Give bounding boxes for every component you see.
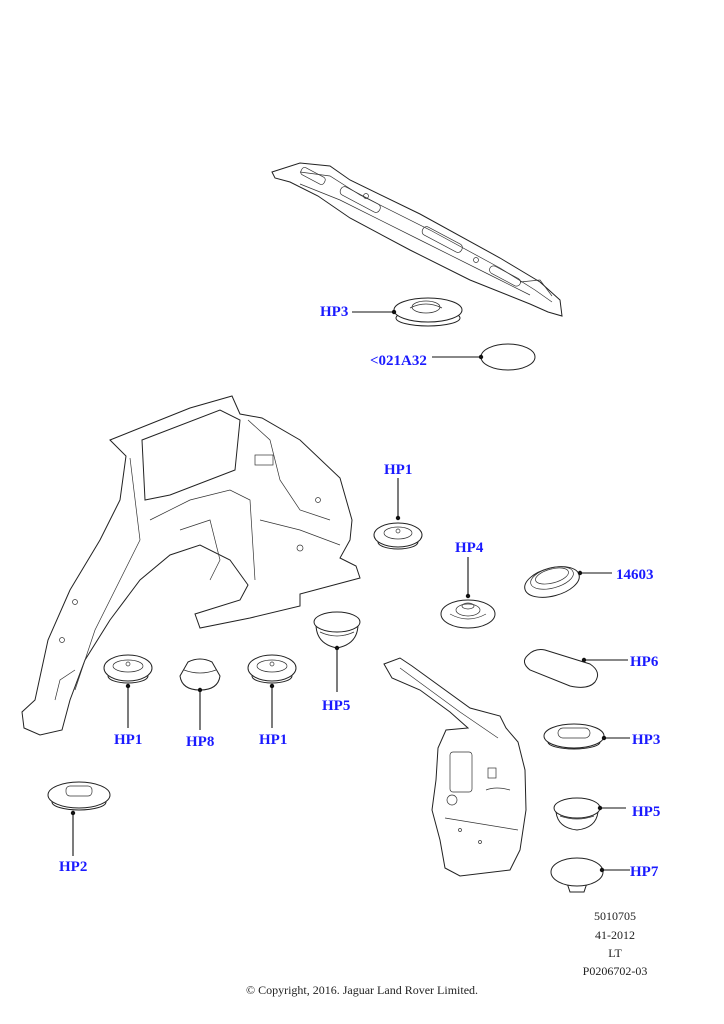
seal-14603	[524, 566, 580, 598]
grommet-hp2	[47, 781, 111, 811]
reference-line-1: 5010705	[594, 909, 636, 923]
cap-hp7	[550, 857, 604, 893]
callout-hp2: HP2	[59, 859, 88, 875]
callout-021a32: <021A32	[370, 353, 427, 369]
callout-hp1-right: HP1	[259, 732, 288, 748]
callout-hp5-mid: HP5	[322, 698, 351, 714]
callout-hp3-top: HP3	[320, 304, 349, 320]
callout-hp4: HP4	[455, 540, 484, 556]
patch-hp6	[524, 649, 599, 688]
rear-inner-panel	[383, 657, 527, 877]
plug-hp1-mid	[373, 522, 423, 550]
reference-line-3: LT	[608, 946, 622, 960]
plug-hp5-mid	[313, 611, 361, 649]
reference-line-2: 41-2012	[595, 928, 635, 942]
callout-hp5-right: HP5	[632, 804, 661, 820]
plug-hp1-left	[103, 654, 153, 684]
plug-hp1-right	[247, 654, 297, 684]
callout-hp7: HP7	[630, 864, 659, 880]
callout-hp6: HP6	[630, 654, 659, 670]
grommet-hp3-right	[543, 723, 605, 750]
cap-hp8	[179, 658, 221, 691]
grommet-hp3-top	[393, 297, 463, 327]
seal-021a32	[480, 343, 536, 371]
quarter-panel-left	[21, 395, 361, 736]
callout-hp8: HP8	[186, 734, 215, 750]
plug-hp5-right	[553, 797, 601, 831]
callout-14603: 14603	[616, 567, 654, 583]
callout-hp1-left: HP1	[114, 732, 143, 748]
grommet-hp4	[440, 599, 496, 629]
copyright-notice: © Copyright, 2016. Jaguar Land Rover Lim…	[245, 983, 479, 997]
crossmember-panel	[271, 162, 563, 317]
reference-line-4: P0206702-03	[582, 964, 648, 978]
callout-hp3-right: HP3	[632, 732, 661, 748]
callout-hp1-mid: HP1	[384, 462, 413, 478]
